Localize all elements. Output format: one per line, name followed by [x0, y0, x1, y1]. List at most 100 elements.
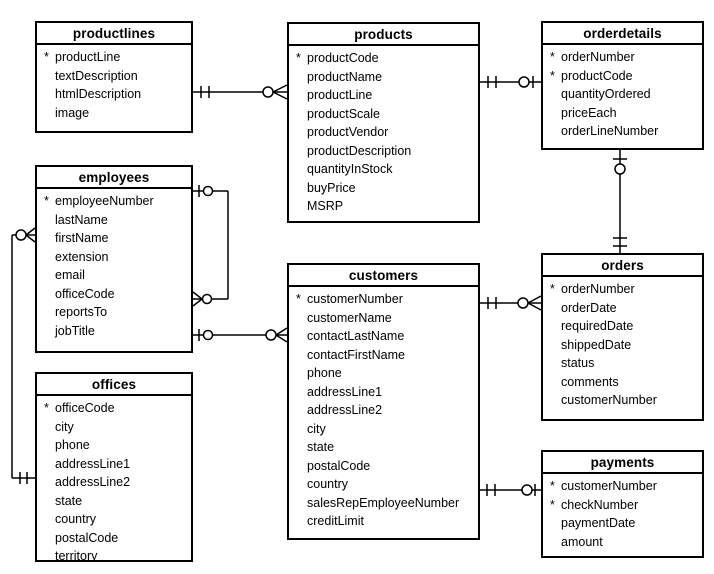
crow-foot-prong: [272, 84, 288, 93]
cardinality-zero-circle: [202, 329, 214, 341]
field-name: orderDate: [561, 300, 617, 315]
field-row: state: [296, 438, 478, 457]
field-name: addressLine2: [55, 475, 131, 489]
relationship-orders-orderdetails: [613, 150, 627, 253]
relationship-employees-employees: [192, 185, 229, 307]
cardinality-zero-circle: [517, 297, 529, 309]
field-row: contactFirstName: [296, 346, 478, 365]
field-name: email: [55, 268, 85, 282]
field-row: addressLine2: [44, 473, 191, 492]
field-row: * productLine: [44, 48, 191, 67]
crow-foot-prong: [25, 234, 36, 243]
field-row: requiredDate: [550, 317, 702, 336]
field-name: city: [307, 421, 326, 436]
primary-key-marker: *: [550, 497, 555, 512]
primary-key-marker: *: [296, 292, 301, 306]
field-row: textDescription: [44, 67, 191, 86]
field-name: country: [307, 477, 348, 491]
field-name: orderNumber: [561, 50, 635, 64]
field-name: state: [307, 440, 335, 454]
field-row: status: [550, 354, 702, 373]
field-name: addressLine1: [55, 456, 131, 471]
cardinality-zero-circle: [518, 76, 530, 88]
field-row: city: [44, 418, 191, 437]
field-row: productDescription: [296, 142, 478, 161]
field-row: priceEach: [550, 104, 702, 123]
field-row: *customerNumber: [296, 290, 478, 309]
relationship-productlines-products: [193, 84, 288, 100]
field-row: productScale: [296, 105, 478, 124]
field-row: buyPrice: [296, 179, 478, 198]
field-row: htmlDescription: [44, 85, 191, 104]
field-name: addressLine2: [307, 403, 383, 417]
field-name: postalCode: [55, 530, 119, 545]
entity-title: payments: [543, 452, 702, 474]
field-name: reportsTo: [55, 305, 108, 319]
field-row: jobTitle: [44, 322, 191, 341]
crow-foot-prong: [275, 334, 288, 343]
primary-key-marker: *: [550, 282, 555, 296]
field-name: salesRepEmployeeNumber: [307, 495, 460, 510]
field-name: state: [55, 493, 83, 508]
field-row: postalCode: [44, 529, 191, 548]
field-name: productCode: [307, 51, 379, 65]
field-name: buyPrice: [307, 180, 356, 195]
cardinality-zero-circle: [614, 163, 626, 175]
field-row: amount: [550, 533, 702, 552]
field-row: quantityInStock: [296, 160, 478, 179]
field-name: comments: [561, 374, 619, 389]
field-name: extension: [55, 249, 109, 264]
primary-key-marker: *: [296, 51, 301, 65]
field-row: territory: [44, 547, 191, 562]
entity-title: employees: [37, 167, 191, 189]
primary-key-marker: *: [44, 401, 49, 415]
field-name: amount: [561, 534, 603, 549]
crow-foot-prong: [192, 291, 203, 300]
field-name: status: [561, 356, 595, 370]
field-row: email: [44, 266, 191, 285]
field-row: state: [44, 492, 191, 511]
field-row: * checkNumber: [550, 496, 702, 515]
field-name: checkNumber: [561, 497, 639, 512]
field-name: customerNumber: [561, 393, 657, 407]
field-row: lastName: [44, 211, 191, 230]
field-row: orderDate: [550, 299, 702, 318]
primary-key-marker: *: [44, 50, 49, 64]
field-row: comments: [550, 373, 702, 392]
field-row: reportsTo: [44, 303, 191, 322]
field-row: firstName: [44, 229, 191, 248]
field-row: country: [296, 475, 478, 494]
field-name: requiredDate: [561, 319, 634, 333]
field-name: officeCode: [55, 401, 115, 415]
field-name: territory: [55, 549, 98, 562]
field-row: country: [44, 510, 191, 529]
field-row: addressLine2: [296, 401, 478, 420]
field-row: orderLineNumber: [550, 122, 702, 141]
field-row: *employeeNumber: [44, 192, 191, 211]
field-name: productLine: [55, 50, 121, 64]
field-row: paymentDate: [550, 514, 702, 533]
field-row: * officeCode: [44, 399, 191, 418]
field-row: productName: [296, 68, 478, 87]
field-row: creditLimit: [296, 512, 478, 531]
primary-key-marker: *: [550, 479, 555, 493]
crow-foot-prong: [275, 327, 288, 336]
field-row: quantityOrdered: [550, 85, 702, 104]
cardinality-zero-circle: [262, 86, 274, 98]
cardinality-zero-circle: [265, 329, 277, 341]
field-name: customerName: [307, 310, 392, 325]
field-name: city: [55, 419, 74, 434]
entity-title: orderdetails: [543, 23, 702, 45]
field-name: creditLimit: [307, 514, 364, 528]
field-name: productLine: [307, 88, 373, 102]
field-name: firstName: [55, 231, 109, 245]
